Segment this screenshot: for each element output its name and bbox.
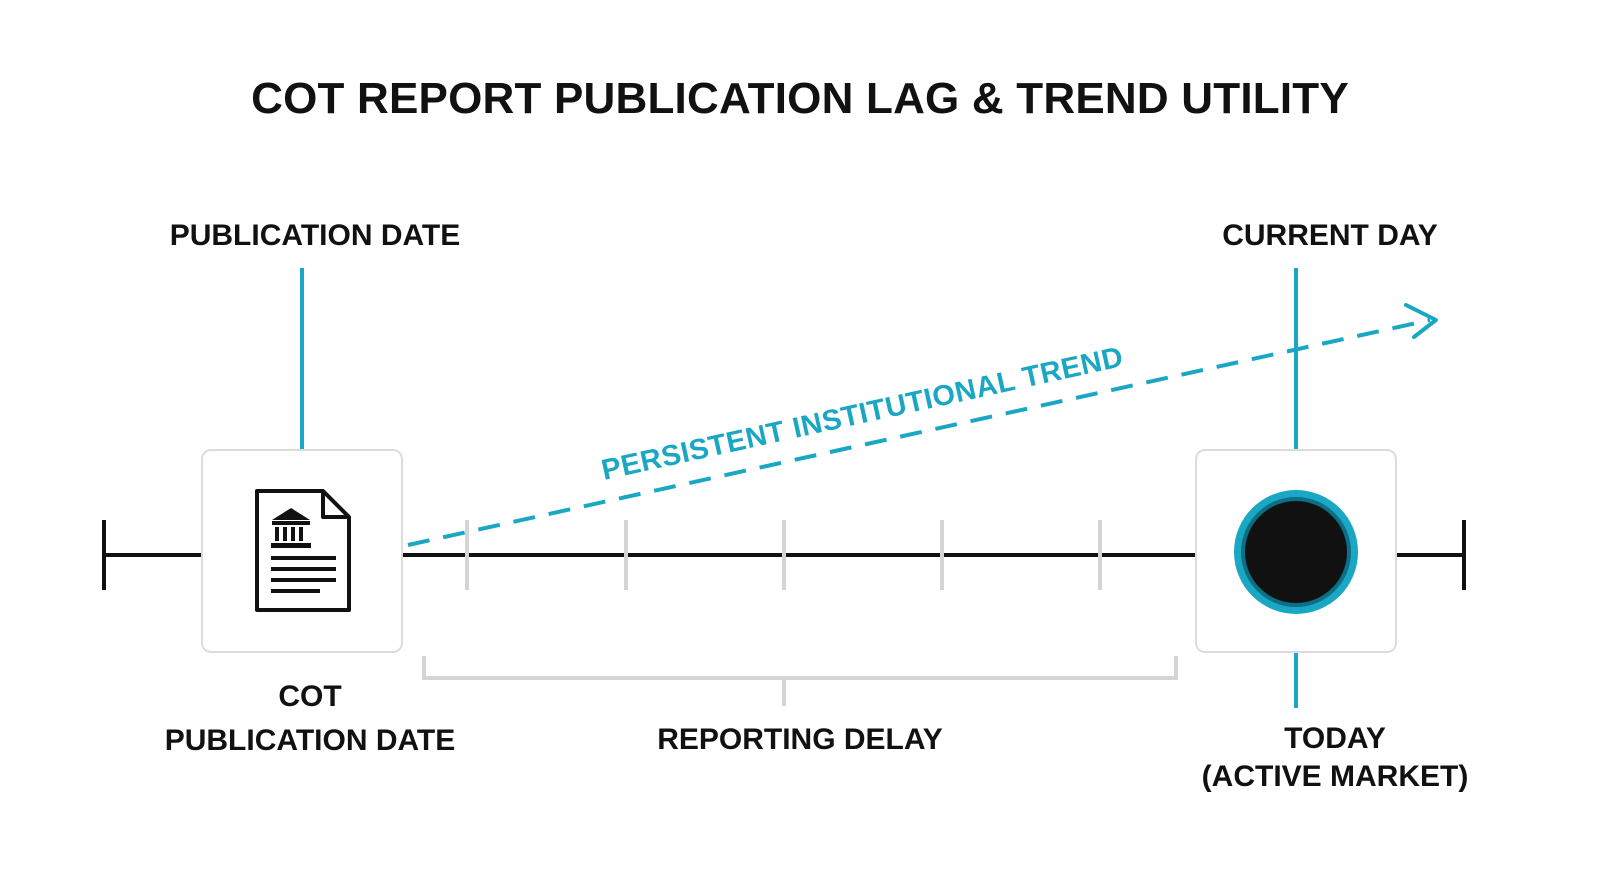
active-market-dot-icon: [1234, 490, 1358, 614]
today-caption-line2: (ACTIVE MARKET): [1201, 760, 1469, 793]
reporting-delay-bracket: [422, 656, 1178, 706]
page-title: COT REPORT PUBLICATION LAG & TREND UTILI…: [251, 74, 1349, 123]
trend-label: PERSISTENT INSTITUTIONAL TREND: [599, 341, 1127, 487]
trend-arrow-line: [407, 318, 1431, 547]
cot-caption-line2: PUBLICATION DATE: [164, 724, 456, 757]
cot-publication-caption: COT PUBLICATION DATE: [120, 675, 500, 763]
trend-arrow-head: [1404, 303, 1438, 339]
today-caption-line1: TODAY: [1284, 722, 1386, 755]
publication-date-label: PUBLICATION DATE: [169, 219, 461, 252]
today-caption: TODAY (ACTIVE MARKET): [1160, 720, 1510, 796]
cot-caption-line1: COT: [278, 680, 342, 713]
bank-document-icon: [255, 489, 351, 612]
current-day-label: CURRENT DAY: [1222, 219, 1438, 252]
reporting-delay-caption: REPORTING DELAY: [657, 723, 943, 756]
